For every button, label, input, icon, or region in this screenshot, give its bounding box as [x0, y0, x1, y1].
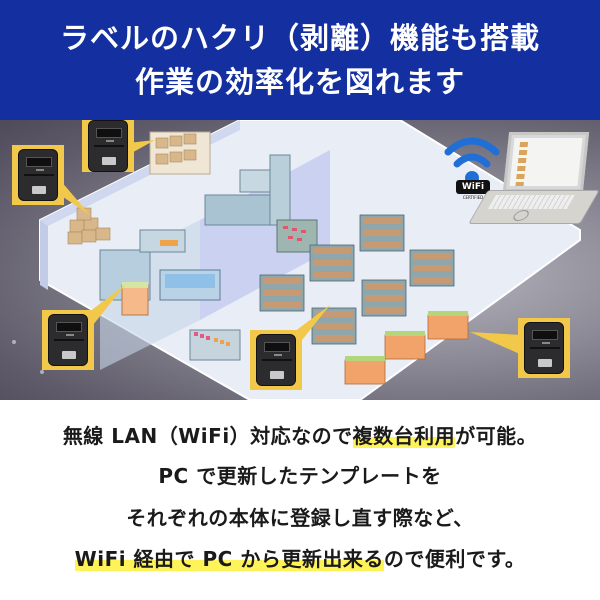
label-printer-icon [524, 322, 564, 374]
laptop-screen [502, 132, 590, 192]
copy-line-4: WiFi 経由で PC から更新出来るので便利です。 [0, 543, 600, 572]
label-printer-icon [18, 149, 58, 201]
copy-line-1-suffix: が可能。 [455, 424, 538, 448]
store-illustration: WiFi CERTIFIED [0, 120, 600, 400]
sparkle-decoration [40, 370, 44, 374]
wifi-certified-logo: WiFi [456, 180, 490, 194]
wifi-certified-caption: CERTIFIED [462, 195, 484, 200]
header-banner: ラベルのハクリ（剥離）機能も搭載 作業の効率化を図れます [0, 0, 600, 120]
copy-line-3: それぞれの本体に登録し直す際など、 [126, 506, 474, 530]
sparkle-decoration [12, 340, 16, 344]
printer-callout-shelves [250, 330, 302, 390]
label-printer-icon [256, 334, 296, 386]
highlight-wifi-update: WiFi 経由で PC から更新出来る [74, 547, 384, 571]
highlight-multi-unit: 複数台利用 [352, 424, 456, 448]
printer-callout-backroom [82, 120, 134, 172]
copy-line-2: PC で更新したテンプレートを [158, 464, 442, 488]
description-text: 無線 LAN（WiFi）対応なので複数台利用が可能。 PC で更新したテンプレー… [0, 400, 600, 600]
copy-line-4-suffix: ので便利です。 [383, 547, 526, 571]
copy-line-1-text: 無線 LAN（WiFi）対応なので [62, 424, 353, 448]
printer-callout-kitchen [42, 310, 94, 370]
printer-callout-storage [12, 145, 64, 205]
banner-title-line-1: ラベルのハクリ（剥離）機能も搭載 [59, 21, 540, 55]
label-printer-icon [88, 120, 128, 172]
printer-callout-checkout [518, 318, 570, 378]
copy-line-1: 無線 LAN（WiFi）対応なので複数台利用が可能。 [0, 420, 600, 449]
banner-title-line-2: 作業の効率化を図れます [134, 65, 465, 99]
laptop-keyboard [468, 190, 600, 224]
store-floor-plan-graphic [39, 120, 581, 400]
label-printer-icon [48, 314, 88, 366]
